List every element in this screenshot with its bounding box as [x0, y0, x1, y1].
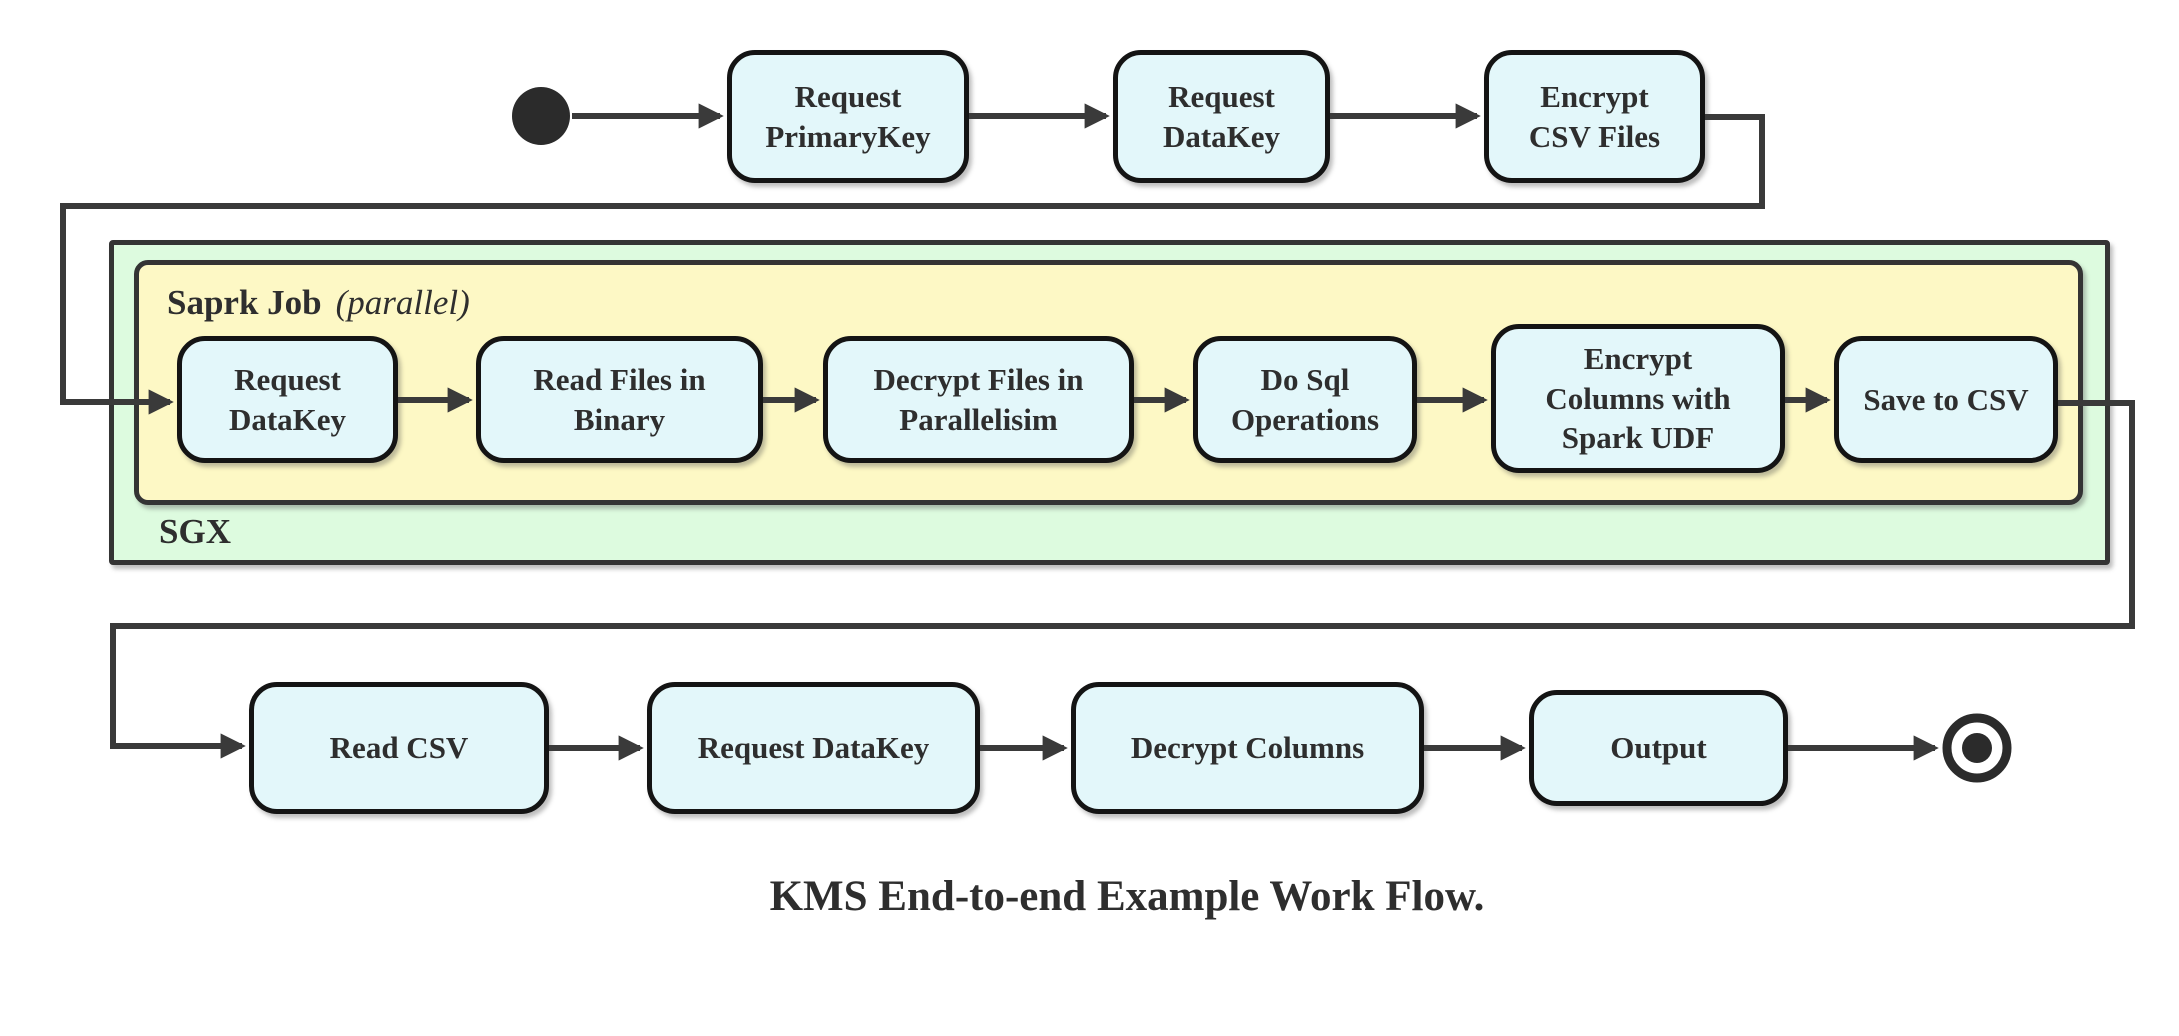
node-label: Read Files in Binary [533, 361, 706, 437]
spark-job-label-text: Saprk Job [167, 283, 322, 322]
diagram-caption: KMS End-to-end Example Work Flow. [769, 873, 1485, 920]
node-label: Encrypt CSV Files [1528, 78, 1661, 154]
node-label: Output [1610, 730, 1707, 766]
node-label: Save to CSV [1863, 381, 2029, 417]
node-do-sql-operations: Do Sql Operations [1193, 336, 1417, 463]
node-label: Decrypt Columns [1130, 730, 1365, 766]
end-node-icon [1942, 713, 2012, 783]
end-node-inner-dot [1962, 733, 1992, 763]
node-label: Request DataKey [697, 730, 930, 766]
sgx-container-label: SGX [159, 512, 231, 551]
node-read-files-in-binary: Read Files in Binary [476, 336, 763, 463]
node-request-datakey-bottom: Request DataKey [647, 682, 980, 814]
start-node-icon [512, 87, 570, 145]
node-label: Encrypt Columns with Spark UDF [1545, 340, 1731, 456]
node-request-datakey-middle: Request DataKey [177, 336, 398, 463]
node-label: Request DataKey [228, 361, 347, 437]
node-read-csv: Read CSV [249, 682, 549, 814]
node-decrypt-files-in-parallelisim: Decrypt Files in Parallelisim [823, 336, 1134, 463]
node-label: Read CSV [329, 730, 469, 766]
node-save-to-csv: Save to CSV [1834, 336, 2058, 463]
node-request-primarykey: Request PrimaryKey [727, 50, 969, 183]
node-label: Request DataKey [1162, 78, 1281, 154]
node-label: Request PrimaryKey [765, 78, 931, 154]
node-encrypt-csv-files: Encrypt CSV Files [1484, 50, 1705, 183]
node-output: Output [1529, 690, 1788, 806]
node-request-datakey-top: Request DataKey [1113, 50, 1330, 183]
node-label: Do Sql Operations [1230, 361, 1380, 437]
node-encrypt-columns-with-spark-udf: Encrypt Columns with Spark UDF [1491, 324, 1785, 473]
node-decrypt-columns: Decrypt Columns [1071, 682, 1424, 814]
spark-job-parallel-annotation: (parallel) [335, 283, 470, 322]
node-label: Decrypt Files in Parallelisim [873, 361, 1084, 437]
spark-job-container-label: Saprk Job (parallel) [167, 283, 470, 323]
